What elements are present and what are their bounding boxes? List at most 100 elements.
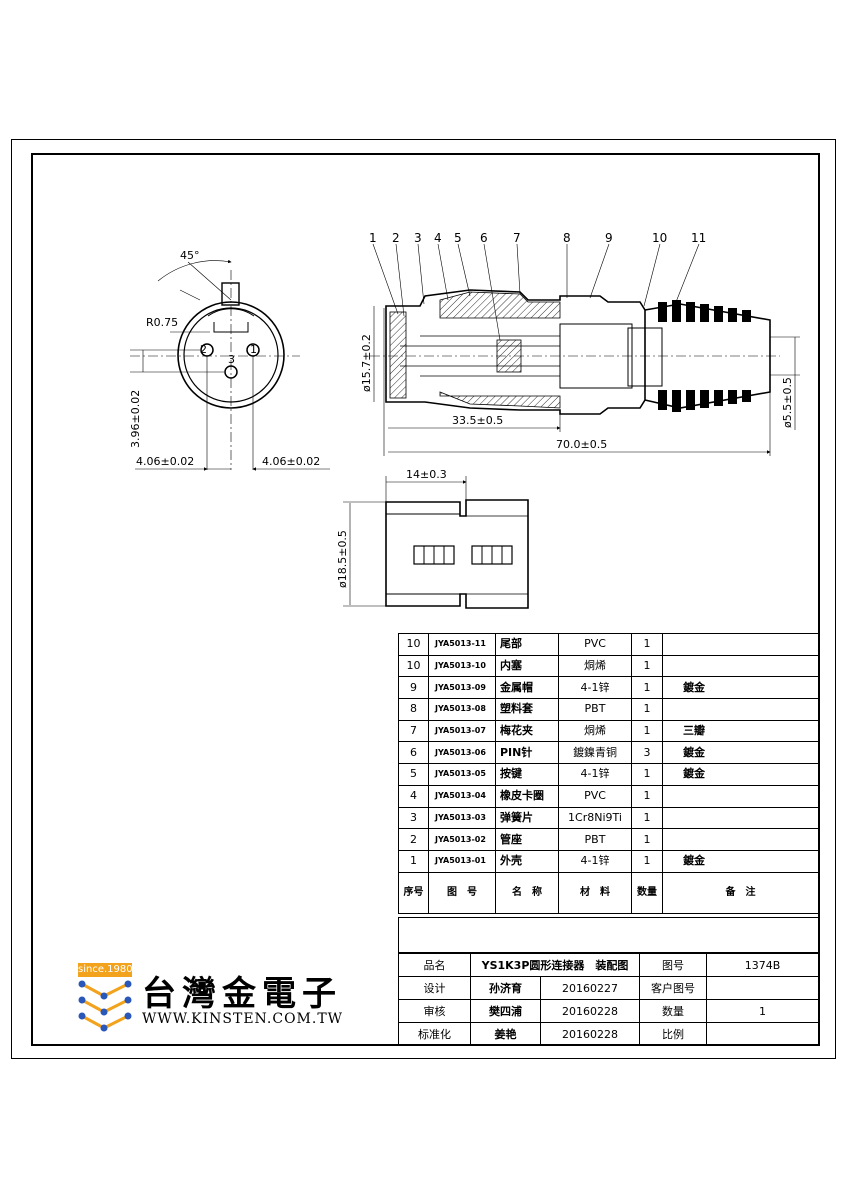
- partial-length-dimension: 33.5±0.5: [452, 414, 503, 427]
- pin-1-label: 1: [250, 343, 257, 356]
- product-label: 品名: [398, 953, 471, 977]
- bom-cell-note: 三瓣: [662, 719, 819, 743]
- bom-cell-qty: 1: [631, 654, 663, 678]
- bom-cell-qty: 1: [631, 676, 663, 700]
- callout-11: 11: [691, 231, 706, 245]
- bom-cell-material: 4-1锌: [558, 849, 632, 873]
- bom-cell-no: 7: [398, 719, 429, 743]
- scale-value: [706, 1022, 819, 1046]
- bom-cell-qty: 3: [631, 741, 663, 765]
- customer-no-label: 客户图号: [639, 976, 707, 1000]
- front-left-dimension: 4.06±0.02: [136, 455, 194, 468]
- bom-cell-material: PBT: [558, 698, 632, 721]
- quantity-value: 1: [706, 999, 819, 1023]
- bom-cell-note: [662, 698, 819, 721]
- bottom-width-dimension: 14±0.3: [406, 468, 447, 481]
- designer-name: 孙济育: [470, 976, 541, 1000]
- bom-cell-note: [662, 806, 819, 830]
- callout-9: 9: [605, 231, 613, 245]
- bom-cell-note: 鍍金: [662, 849, 819, 873]
- bom-cell-no: 10: [398, 633, 429, 656]
- bom-cell-name: PIN针: [495, 741, 559, 765]
- callout-3: 3: [414, 231, 422, 245]
- bom-cell-name: 橡皮卡圈: [495, 784, 559, 808]
- cable-diameter-dimension: ø5.5±0.5: [781, 377, 794, 428]
- bom-cell-note: [662, 784, 819, 808]
- design-date: 20160227: [540, 976, 640, 1000]
- bom-cell-note: [662, 633, 819, 656]
- bom-cell-name: 塑料套: [495, 698, 559, 721]
- radius-label: R0.75: [146, 316, 178, 329]
- bom-cell-no: 10: [398, 654, 429, 678]
- quantity-label: 数量: [639, 999, 707, 1023]
- callout-8: 8: [563, 231, 571, 245]
- part-callouts: 1 2 3 4 5 6 7 8 9 10 11: [369, 231, 706, 245]
- bom-cell-name: 尾部: [495, 633, 559, 656]
- bottom-diameter-dimension: ø18.5±0.5: [336, 530, 349, 588]
- header-material: 材 料: [558, 871, 632, 914]
- callout-5: 5: [454, 231, 462, 245]
- bom-cell-note: [662, 654, 819, 678]
- standardizer-name: 姜艳: [470, 1022, 541, 1046]
- pin-3-label: 3: [228, 353, 235, 366]
- bom-cell-no: 9: [398, 676, 429, 700]
- bom-cell-material: PVC: [558, 784, 632, 808]
- outer-frame: [11, 139, 836, 1059]
- bom-cell-note: 鍍金: [662, 676, 819, 700]
- bom-cell-code: JYA5013-04: [428, 784, 496, 808]
- bom-cell-code: JYA5013-02: [428, 828, 496, 851]
- bom-cell-qty: 1: [631, 849, 663, 873]
- angle-label: 45°: [180, 249, 200, 262]
- bom-cell-material: 烔烯: [558, 719, 632, 743]
- design-label: 设计: [398, 976, 471, 1000]
- bom-cell-name: 内塞: [495, 654, 559, 678]
- drawing-no: 1374B: [706, 953, 819, 977]
- bom-cell-note: 鍍金: [662, 741, 819, 765]
- bom-cell-name: 按键: [495, 763, 559, 786]
- side-diameter-dimension: ø15.7±0.2: [360, 334, 373, 392]
- scale-label: 比例: [639, 1022, 707, 1046]
- bom-cell-name: 弹簧片: [495, 806, 559, 830]
- standard-label: 标准化: [398, 1022, 471, 1046]
- header-name: 名 称: [495, 871, 559, 914]
- review-label: 审核: [398, 999, 471, 1023]
- header-qty: 数量: [631, 871, 663, 914]
- bom-cell-material: 烔烯: [558, 654, 632, 678]
- bom-cell-name: 管座: [495, 828, 559, 851]
- bom-cell-no: 3: [398, 806, 429, 830]
- front-right-dimension: 4.06±0.02: [262, 455, 320, 468]
- callout-7: 7: [513, 231, 521, 245]
- bom-cell-code: JYA5013-01: [428, 849, 496, 873]
- logo-badge: since.1980: [78, 963, 133, 977]
- bom-cell-qty: 1: [631, 719, 663, 743]
- front-view: [130, 259, 330, 471]
- callout-1: 1: [369, 231, 377, 245]
- callout-6: 6: [480, 231, 488, 245]
- bom-header: 序号 图 号 名 称 材 料 数量 备 注: [398, 871, 819, 914]
- drawing-no-label: 图号: [639, 953, 707, 977]
- bom-cell-no: 5: [398, 763, 429, 786]
- bom-cell-no: 4: [398, 784, 429, 808]
- title-block: 品名 YS1K3P圆形连接器 装配图 图号 1374B 设计 孙济育 20160…: [398, 953, 819, 1046]
- header-note: 备 注: [662, 871, 819, 914]
- bom-cell-code: JYA5013-09: [428, 676, 496, 700]
- bom-cell-code: JYA5013-10: [428, 654, 496, 678]
- bom-cell-material: 4-1锌: [558, 676, 632, 700]
- product-name: YS1K3P圆形连接器 装配图: [470, 953, 640, 977]
- company-url[interactable]: WWW.KINSTEN.COM.TW: [142, 1011, 344, 1027]
- header-no: 序号: [398, 871, 429, 914]
- bom-cell-qty: 1: [631, 698, 663, 721]
- bom-cell-material: 鍍鎳青铜: [558, 741, 632, 765]
- total-length-dimension: 70.0±0.5: [556, 438, 607, 451]
- bom-cell-material: 4-1锌: [558, 763, 632, 786]
- bom-cell-no: 8: [398, 698, 429, 721]
